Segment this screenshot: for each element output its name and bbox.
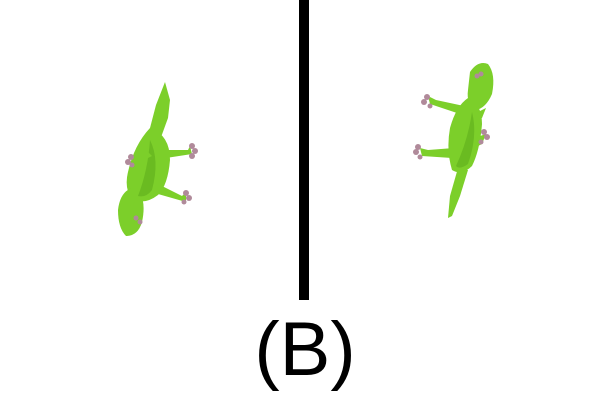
right-panel — [310, 0, 610, 300]
figure-caption: (B) — [254, 307, 356, 392]
panel-divider — [299, 0, 309, 300]
gecko-icon — [118, 82, 198, 236]
left-panel — [0, 0, 298, 300]
gecko-icon — [413, 63, 494, 218]
